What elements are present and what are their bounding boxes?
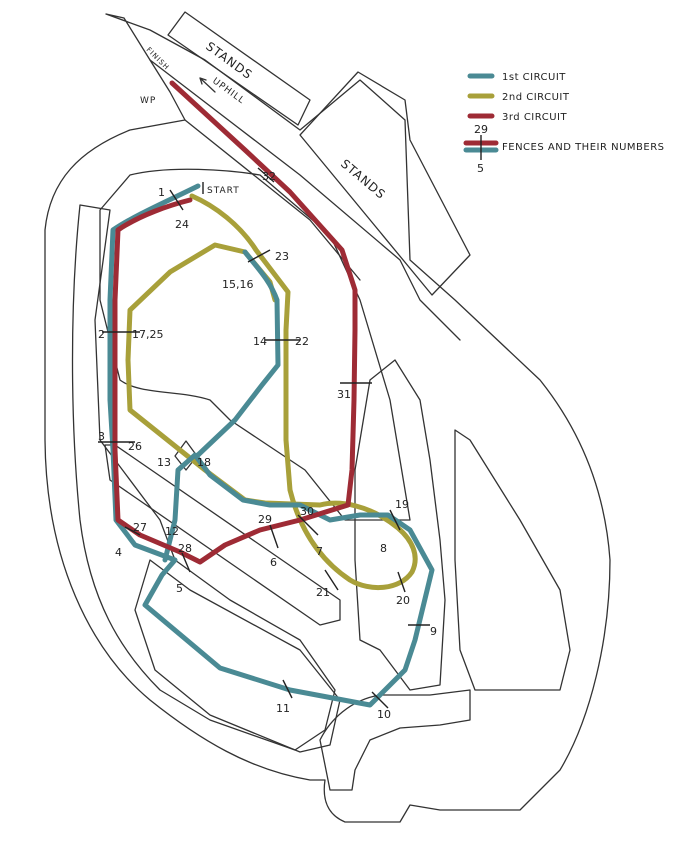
fence-number: 23 bbox=[275, 250, 289, 263]
fence-number: 30 bbox=[300, 505, 314, 518]
course-outline bbox=[44, 11, 611, 823]
fence-number: 13 bbox=[157, 456, 171, 469]
fence-numbers: 1 24 32 23 15,16 2 17,25 14 22 31 3 26 1… bbox=[98, 170, 437, 721]
fence-number: 2 bbox=[98, 328, 105, 341]
fence-number: 28 bbox=[178, 542, 192, 555]
fence-tick-7-30 bbox=[297, 514, 319, 536]
first-circuit-route bbox=[107, 183, 435, 708]
legend-fences: FENCES AND THEIR NUMBERS bbox=[502, 142, 665, 153]
fence-tick-20 bbox=[397, 571, 406, 593]
fence-number: 31 bbox=[337, 388, 351, 401]
fence-number: 27 bbox=[133, 521, 147, 534]
fence-number: 10 bbox=[377, 708, 391, 721]
fence-tick-4-12-27 bbox=[124, 526, 141, 536]
outer-track-outline bbox=[44, 13, 611, 823]
home-straight-edge-2 bbox=[184, 119, 361, 281]
stands-right-block bbox=[299, 71, 471, 296]
fence-number: 26 bbox=[128, 440, 142, 453]
stands-top-block bbox=[167, 11, 311, 126]
finish-label: FINISH bbox=[145, 46, 171, 72]
legend: 1st CIRCUIT 2nd CIRCUIT 3rd CIRCUIT 29 5… bbox=[463, 72, 665, 175]
fence-tick-23 bbox=[247, 249, 271, 263]
fence-tick-5-28 bbox=[181, 552, 191, 573]
fence-number: 20 bbox=[396, 594, 410, 607]
fence-number: 18 bbox=[197, 456, 211, 469]
second-circuit-route bbox=[125, 193, 418, 591]
legend-fence-sample-top: 29 bbox=[474, 123, 488, 136]
fence-tick-6-29 bbox=[269, 524, 279, 549]
fence-number: 17,25 bbox=[132, 328, 164, 341]
legend-second-circuit: 2nd CIRCUIT bbox=[502, 92, 570, 103]
wp-label: WP bbox=[140, 96, 156, 106]
fence-number: 11 bbox=[276, 702, 290, 715]
fence-number: 7 bbox=[316, 545, 323, 558]
fence-number: 12 bbox=[165, 525, 179, 538]
fence-ticks bbox=[98, 167, 430, 709]
fence-number: 5 bbox=[176, 582, 183, 595]
fence-number: 21 bbox=[316, 586, 330, 599]
uphill-arrow-icon bbox=[199, 77, 216, 93]
legend-first-circuit: 1st CIRCUIT bbox=[502, 72, 566, 83]
legend-fence-sample-bottom: 5 bbox=[477, 162, 484, 175]
stands-right-label: STANDS bbox=[338, 157, 388, 202]
fence-number: 9 bbox=[430, 625, 437, 638]
fence-number: 6 bbox=[270, 556, 277, 569]
fence-number: 15,16 bbox=[222, 278, 254, 291]
fence-number: 14 bbox=[253, 335, 267, 348]
fence-tick-11 bbox=[282, 679, 293, 699]
inner-track-outline bbox=[99, 168, 411, 521]
uphill-label: UPHILL bbox=[210, 76, 246, 106]
lower-infield-outline bbox=[134, 559, 341, 753]
third-circuit-route bbox=[112, 80, 358, 565]
lower-crossing bbox=[319, 689, 471, 791]
home-straight-edge bbox=[149, 59, 461, 341]
fence-tick-32 bbox=[257, 167, 275, 183]
fence-number: 1 bbox=[158, 186, 165, 199]
far-right-infield-outline bbox=[454, 429, 571, 691]
fence-tick-8-19 bbox=[389, 509, 401, 531]
fence-number: 22 bbox=[295, 335, 309, 348]
fence-number: 3 bbox=[98, 430, 105, 443]
fence-tick-21 bbox=[324, 569, 339, 591]
fence-number: 8 bbox=[380, 542, 387, 555]
legend-third-circuit: 3rd CIRCUIT bbox=[502, 112, 567, 123]
fence-number: 24 bbox=[175, 218, 189, 231]
fence-tick-10 bbox=[371, 691, 389, 709]
stands-top-label: STANDS bbox=[203, 39, 255, 82]
start-label: START bbox=[207, 186, 240, 196]
right-infield-outline bbox=[354, 359, 446, 691]
fence-number: 32 bbox=[262, 170, 276, 183]
left-infield-outline bbox=[71, 204, 336, 751]
fence-number: 4 bbox=[115, 546, 122, 559]
fence-number: 19 bbox=[395, 498, 409, 511]
fence-number: 29 bbox=[258, 513, 272, 526]
fence-tick-1-24 bbox=[169, 189, 184, 211]
